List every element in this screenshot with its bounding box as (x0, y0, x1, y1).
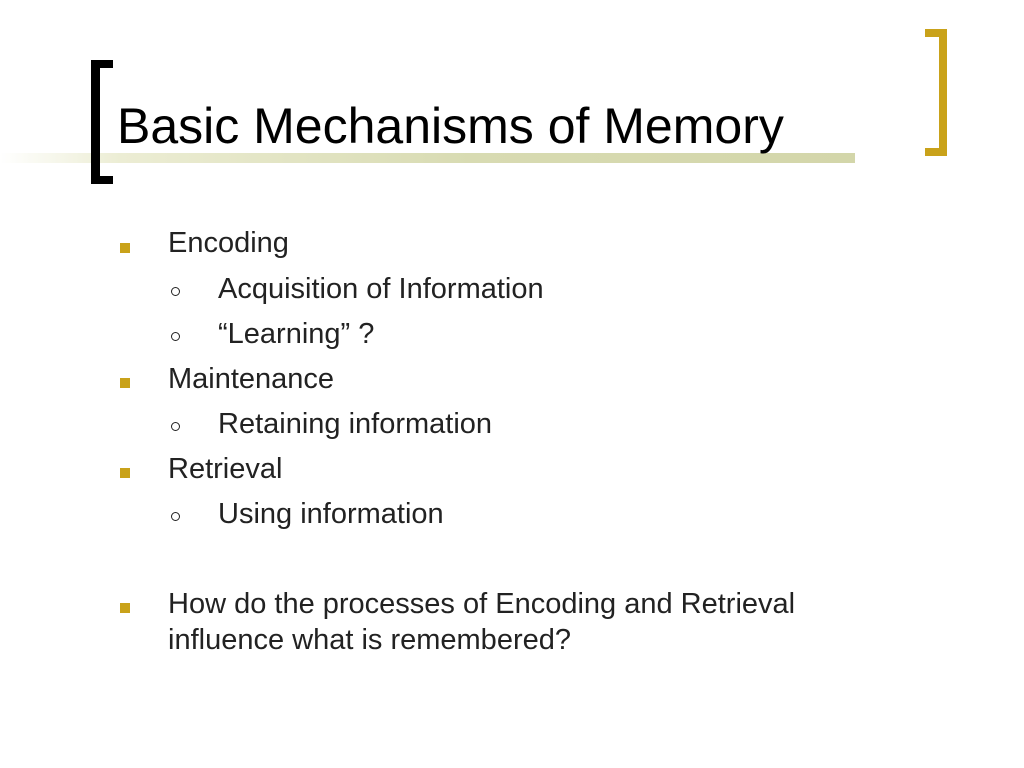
bullet-encoding: Encoding (168, 227, 289, 259)
sub-bullet-acquisition: Acquisition of Information (218, 273, 544, 305)
title-underline-band (0, 153, 855, 163)
circle-bullet-icon (171, 422, 180, 431)
circle-bullet-icon (171, 287, 180, 296)
bullet-question-line-2: influence what is remembered? (168, 624, 571, 656)
sub-bullet-using: Using information (218, 498, 444, 530)
square-bullet-icon (120, 243, 130, 253)
square-bullet-icon (120, 603, 130, 613)
bullet-retrieval: Retrieval (168, 453, 283, 485)
right-bracket-decoration (925, 29, 947, 156)
square-bullet-icon (120, 468, 130, 478)
sub-bullet-retaining: Retaining information (218, 408, 493, 440)
circle-bullet-icon (171, 332, 180, 341)
sub-bullet-learning: “Learning” ? (218, 318, 375, 350)
bullet-question-line-1: How do the processes of Encoding and Ret… (168, 588, 796, 620)
square-bullet-icon (120, 378, 130, 388)
circle-bullet-icon (171, 512, 180, 521)
bullet-maintenance: Maintenance (168, 363, 335, 395)
left-bracket-decoration (91, 60, 113, 184)
slide-title: Basic Mechanisms of Memory (117, 98, 784, 154)
